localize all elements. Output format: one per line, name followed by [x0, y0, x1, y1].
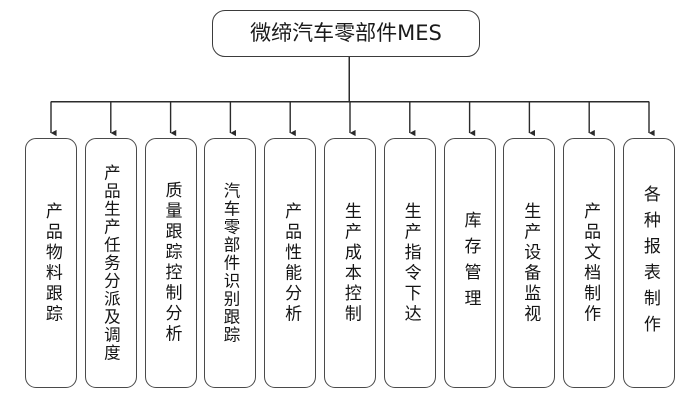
root-node-label: 微缔汽车零部件MES: [250, 21, 442, 45]
leaf-node-label: 产品性能分析: [281, 201, 302, 325]
leaf-node-label: 生产指令下达: [400, 201, 421, 325]
leaf-node-label: 各种报表制作: [639, 185, 660, 341]
leaf-node-inventory-management[interactable]: 库存管理: [443, 138, 496, 388]
leaf-node-quality-tracking[interactable]: 质量跟踪控制分析: [144, 138, 197, 388]
leaf-node-product-performance-analysis[interactable]: 产品性能分析: [264, 138, 317, 388]
leaf-node-material-tracking[interactable]: 产品物料跟踪: [25, 138, 77, 388]
leaf-node-part-identification-tracking[interactable]: 汽车零部件识别跟踪: [204, 138, 257, 388]
leaf-node-label: 生产设备监视: [520, 201, 541, 325]
leaf-node-row: 产品物料跟踪 产品生产任务分派及调度 质量跟踪控制分析 汽车零部件识别跟踪 产品…: [25, 138, 675, 388]
leaf-node-label: 库存管理: [460, 211, 481, 315]
leaf-node-label: 产品文档制作: [580, 201, 601, 325]
root-node-mes[interactable]: 微缔汽车零部件MES: [212, 10, 480, 57]
leaf-node-label: 汽车零部件识别跟踪: [220, 182, 240, 344]
leaf-node-equipment-monitoring[interactable]: 生产设备监视: [503, 138, 556, 388]
leaf-node-label: 产品物料跟踪: [41, 201, 62, 325]
leaf-node-production-order-release[interactable]: 生产指令下达: [383, 138, 436, 388]
leaf-node-label: 生产成本控制: [340, 201, 361, 325]
leaf-node-label: 质量跟踪控制分析: [161, 181, 182, 345]
leaf-node-report-generation[interactable]: 各种报表制作: [623, 138, 675, 388]
leaf-node-production-cost-control[interactable]: 生产成本控制: [324, 138, 376, 388]
leaf-node-product-document-creation[interactable]: 产品文档制作: [563, 138, 616, 388]
leaf-node-production-task-dispatch[interactable]: 产品生产任务分派及调度: [84, 138, 137, 388]
leaf-node-label: 产品生产任务分派及调度: [101, 164, 121, 362]
